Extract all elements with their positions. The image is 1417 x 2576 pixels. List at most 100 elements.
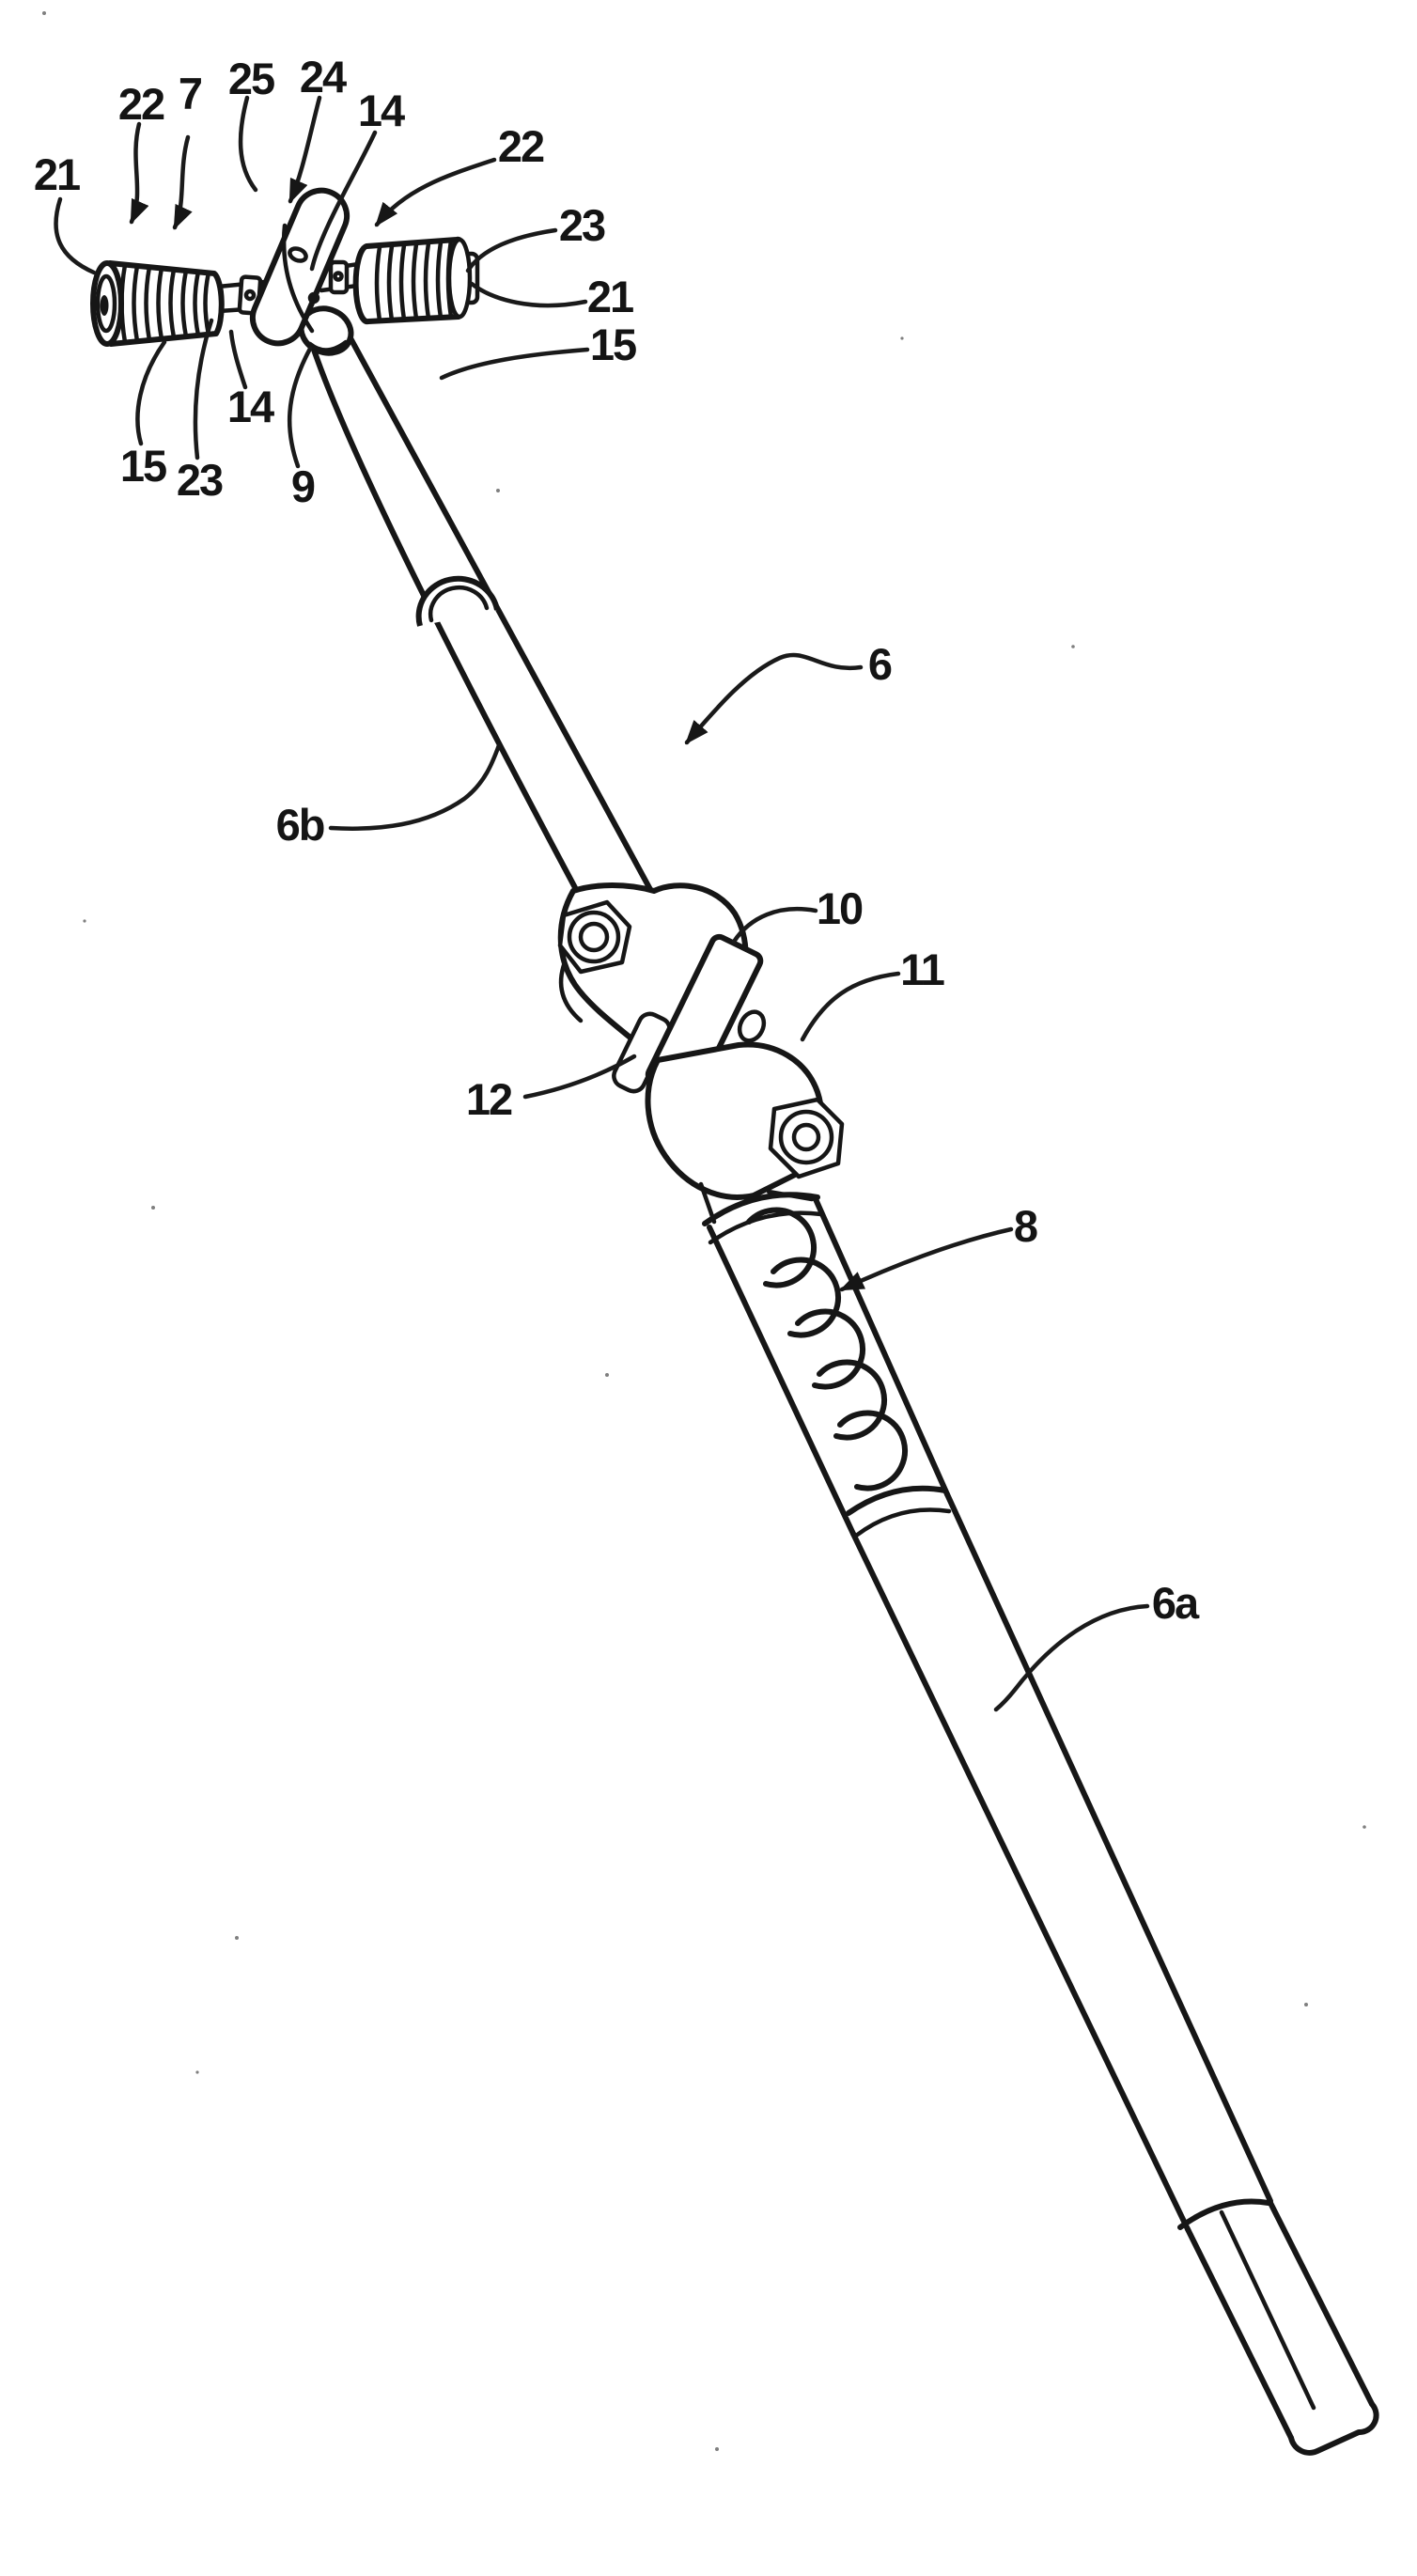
- hand-grip: [702, 1192, 952, 1538]
- ref-number-25-3: 25: [228, 54, 274, 103]
- grip-bottom-band-2: [853, 1507, 952, 1538]
- ref-number-22-1: 22: [118, 79, 164, 129]
- upper-bolt-washer: [567, 910, 621, 964]
- shaft-collar-inner: [428, 585, 490, 623]
- right-knob-endcap: [446, 237, 473, 320]
- ref-label-6a-20: 6a: [993, 1578, 1202, 1712]
- lower-shaft-right-edge: [944, 1491, 1273, 2204]
- ref-label-25-3: 25: [228, 54, 276, 193]
- leader-line-22-6: [374, 157, 497, 227]
- leader-line-21-8: [469, 281, 588, 308]
- upper-shaft-left-edge: [311, 347, 582, 898]
- leader-line-10-16: [731, 906, 818, 945]
- grip-scallop-4: [817, 1359, 887, 1441]
- ref-number-23-7: 23: [559, 200, 605, 250]
- ref-number-15-10: 15: [120, 441, 166, 491]
- upper-bolt-head: [578, 921, 610, 953]
- middle-joint: [557, 882, 845, 1225]
- ref-label-23-11: 23: [177, 318, 225, 505]
- upper-shaft-right-edge: [347, 334, 655, 896]
- ref-label-7-2: 7: [172, 69, 204, 230]
- ref-label-8-19: 8: [839, 1201, 1039, 1292]
- grip-bottom-band-1: [846, 1485, 948, 1516]
- ref-number-24-4: 24: [300, 52, 347, 101]
- scan-noise: [42, 11, 1366, 2451]
- ref-label-21-0: 21: [34, 149, 97, 275]
- right-shaft-collar: [328, 259, 350, 295]
- ref-number-8-19: 8: [1014, 1201, 1037, 1251]
- ref-number-9-13: 9: [291, 461, 315, 511]
- grip-top-band-1: [702, 1192, 820, 1226]
- leader-line-6-14: [684, 652, 864, 745]
- tip-right-edge: [1268, 2200, 1375, 2407]
- ref-number-7-2: 7: [179, 69, 202, 118]
- leader-line-21-0: [54, 196, 97, 275]
- ref-number-22-6: 22: [498, 121, 544, 171]
- lower-clamp-bell: [645, 1041, 825, 1200]
- ref-number-21-8: 21: [587, 272, 633, 321]
- ref-number-6a-20: 6a: [1152, 1578, 1200, 1628]
- tip-end-cap: [1288, 2401, 1379, 2456]
- left-shaft-pin: [243, 289, 257, 302]
- left-knob: [90, 260, 225, 347]
- leader-line-15-9: [439, 347, 590, 381]
- ref-label-22-6: 22: [374, 121, 546, 227]
- socket-depth-line: [307, 339, 349, 352]
- ref-label-23-7: 23: [465, 200, 607, 273]
- tip-joint-band: [1177, 2198, 1271, 2230]
- leader-line-24-4: [288, 95, 322, 204]
- leader-line-11-17: [800, 971, 901, 1042]
- ref-label-6b-15: 6b: [276, 742, 502, 850]
- ref-number-10-16: 10: [817, 883, 863, 933]
- grip-scallop-5: [837, 1410, 908, 1491]
- leader-line-6b-15: [328, 742, 502, 831]
- grip-scallop-2: [771, 1257, 841, 1338]
- ref-number-14-12: 14: [227, 382, 274, 431]
- grip-scallop-3: [795, 1308, 865, 1390]
- leader-line-8-19: [839, 1226, 1014, 1292]
- leader-line-9-13: [287, 346, 313, 469]
- leader-line-22-1: [129, 121, 149, 225]
- handle-assembly: [90, 187, 480, 356]
- ref-number-23-11: 23: [177, 455, 223, 505]
- upper-pole-shaft: [311, 334, 655, 898]
- handle-lever: [249, 187, 350, 347]
- leader-line-15-10: [135, 339, 167, 446]
- ref-label-15-10: 15: [120, 339, 168, 491]
- leader-line-23-7: [465, 227, 558, 273]
- ref-label-15-9: 15: [439, 320, 638, 381]
- tip-inner-line: [1219, 2209, 1316, 2411]
- ref-number-6-14: 6: [868, 639, 892, 689]
- leader-line-12-18: [522, 1054, 637, 1100]
- ref-label-12-18: 12: [466, 1054, 637, 1124]
- ref-label-24-4: 24: [288, 52, 349, 204]
- ref-number-14-5: 14: [358, 86, 405, 135]
- lever-hole: [288, 246, 308, 263]
- ref-label-14-5: 14: [309, 86, 407, 272]
- right-knob: [352, 236, 480, 325]
- leader-line-14-5: [309, 130, 378, 272]
- shaft-collar-outer: [415, 575, 500, 627]
- lower-bolt-head: [791, 1122, 821, 1152]
- grip-top-band-2: [708, 1210, 824, 1245]
- ref-number-12-18: 12: [466, 1074, 512, 1124]
- leader-line-14-12: [228, 329, 248, 390]
- leader-line-25-3: [238, 95, 258, 193]
- ref-label-9-13: 9: [287, 346, 317, 511]
- leader-line-6a-20: [993, 1603, 1150, 1712]
- grip-right-edge: [813, 1196, 950, 1497]
- ref-number-15-9: 15: [590, 320, 636, 369]
- ref-label-6-14: 6: [684, 639, 894, 745]
- right-shaft-pin: [333, 271, 344, 282]
- leader-line-23-11: [193, 318, 214, 461]
- ref-label-11-17: 11: [800, 945, 946, 1042]
- grip-scallop-1: [746, 1207, 817, 1288]
- ref-label-22-1: 22: [118, 79, 166, 225]
- lever-pin: [307, 291, 320, 304]
- upper-clamp-flange: [558, 960, 584, 1023]
- leader-line-7-2: [172, 134, 193, 230]
- joint-latch-tab: [737, 1009, 767, 1043]
